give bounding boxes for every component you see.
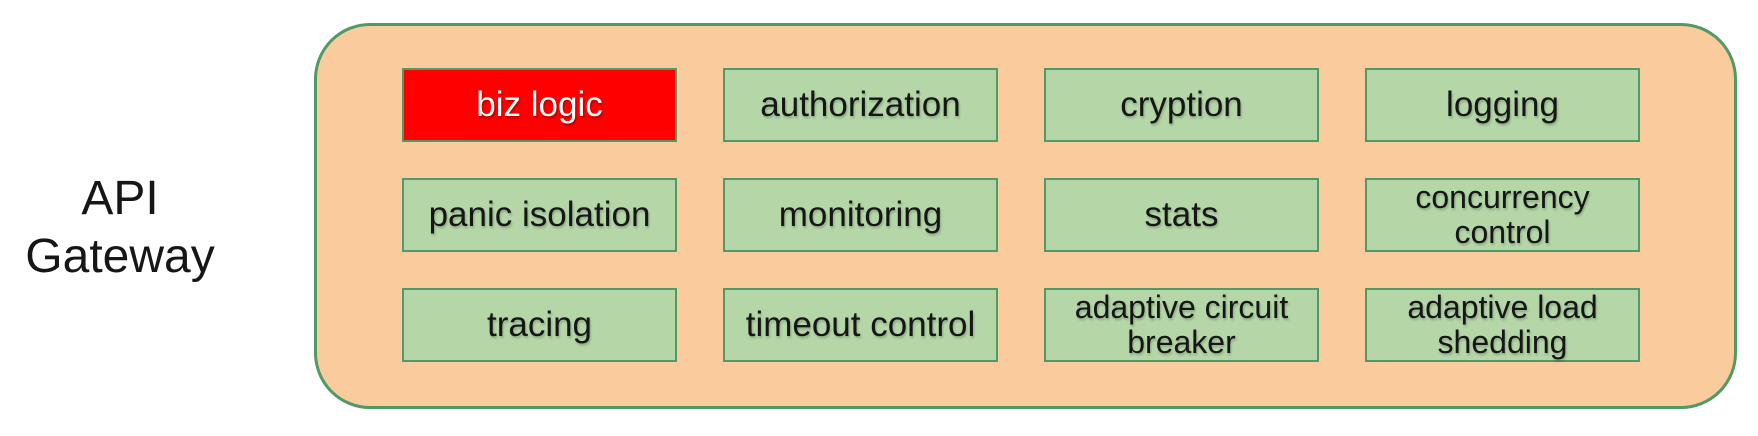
component-label: concurrency: [1415, 179, 1590, 215]
component-box-logging: logging: [1365, 68, 1640, 142]
component-box-tracing: tracing: [402, 288, 677, 362]
component-box-timeout-control: timeout control: [723, 288, 998, 362]
component-box-cryption: cryption: [1044, 68, 1319, 142]
component-box-stats: stats: [1044, 178, 1319, 252]
component-label: cryption: [1120, 85, 1243, 124]
api-gateway-title-line1: API: [81, 172, 159, 225]
component-box-panic-isolation: panic isolation: [402, 178, 677, 252]
component-label: adaptive circuit: [1074, 289, 1289, 325]
api-gateway-title-line2: Gateway: [25, 230, 215, 283]
component-box-adaptive-load-shedding: adaptive load shedding: [1365, 288, 1640, 362]
component-label: adaptive load: [1407, 289, 1598, 325]
component-label: tracing: [486, 305, 593, 344]
component-label: panic isolation: [428, 195, 651, 234]
component-box-monitoring: monitoring: [723, 178, 998, 252]
component-label: shedding: [1437, 324, 1568, 360]
component-label: stats: [1144, 195, 1219, 234]
component-box-concurrency-control: concurrency control: [1365, 178, 1640, 252]
component-grid: biz logic authorization cryption logging…: [402, 68, 1640, 362]
component-label: monitoring: [778, 195, 943, 234]
component-box-adaptive-circuit-breaker: adaptive circuit breaker: [1044, 288, 1319, 362]
component-box-biz-logic: biz logic: [402, 68, 677, 142]
component-label: logging: [1446, 85, 1559, 124]
component-label: biz logic: [476, 85, 603, 124]
component-label: control: [1454, 214, 1551, 250]
component-label: breaker: [1127, 324, 1236, 360]
component-box-authorization: authorization: [723, 68, 998, 142]
component-label: authorization: [760, 85, 961, 124]
api-gateway-box: biz logic authorization cryption logging…: [314, 23, 1737, 409]
component-label: timeout control: [745, 305, 976, 344]
api-gateway-title: API Gateway: [0, 158, 240, 298]
